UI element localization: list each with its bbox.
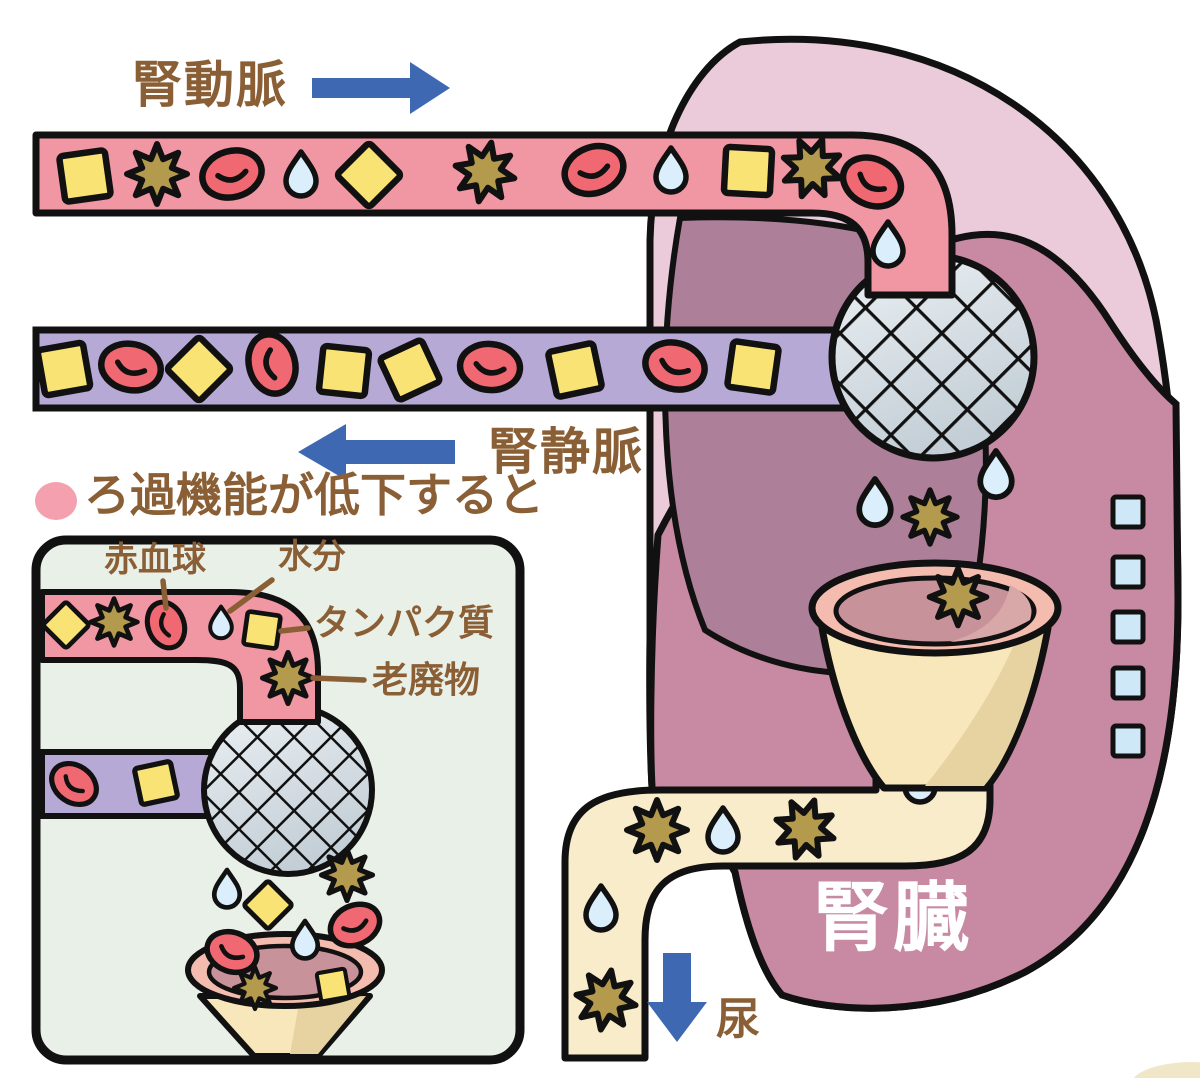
waste-star xyxy=(322,850,373,901)
waste-star xyxy=(627,800,687,860)
inset-filter-ball xyxy=(201,703,375,877)
protein-square xyxy=(319,346,370,397)
inset-renal-vein xyxy=(39,749,235,819)
heading-text: ろ過機能が低下すると xyxy=(84,468,544,522)
duct-square xyxy=(1110,723,1146,759)
inset-water-label: 水分 xyxy=(278,537,346,577)
renal-vein-vessel xyxy=(32,329,857,412)
renal-vein-label: 腎静脈 xyxy=(488,423,644,481)
inset-renal-artery xyxy=(39,589,321,725)
urine-down-arrow-icon xyxy=(647,953,707,1042)
kidney-label: 腎臓 xyxy=(813,873,973,962)
collecting-duct-squares xyxy=(1110,494,1146,759)
protein-square xyxy=(59,150,111,202)
inset-leader-lines xyxy=(160,577,367,683)
duct-square xyxy=(1110,609,1146,645)
water-leader-line xyxy=(227,577,275,614)
duct-square xyxy=(1110,554,1146,590)
waste-leader-line xyxy=(310,675,367,683)
filter-ball xyxy=(828,252,1038,462)
protein-leader-line xyxy=(278,625,311,634)
waste-star xyxy=(91,599,138,646)
rbc-leader-line xyxy=(160,578,169,611)
waste-star xyxy=(930,569,987,626)
waste-star xyxy=(263,653,314,704)
renal-artery-label: 腎動脈 xyxy=(132,56,288,114)
heading-bullet-icon xyxy=(35,482,77,520)
urine-label: 尿 xyxy=(716,994,760,1045)
protein-square xyxy=(727,341,779,393)
funnel xyxy=(808,559,1062,792)
duct-square xyxy=(1110,665,1146,701)
protein-square xyxy=(548,343,603,398)
protein-square xyxy=(243,611,280,648)
red-blood-cell xyxy=(458,341,522,392)
inset-red-blood-cell-label: 赤血球 xyxy=(104,540,206,580)
background-sliver xyxy=(1133,1062,1200,1078)
artery-flow-arrow-icon xyxy=(312,62,450,114)
inset-waste-label: 老廃物 xyxy=(372,660,481,701)
renal-artery-vessel xyxy=(32,130,956,299)
protein-square xyxy=(134,761,178,805)
ureter-tube xyxy=(561,758,994,1062)
waste-star xyxy=(903,490,957,544)
duct-square xyxy=(1110,494,1146,530)
protein-square xyxy=(316,968,349,1001)
inset-box xyxy=(31,535,525,1065)
inset-protein-label: タンパク質 xyxy=(314,603,495,644)
waste-star xyxy=(127,144,187,204)
protein-square xyxy=(724,147,772,195)
vein-flow-arrow-icon xyxy=(298,424,455,480)
protein-square xyxy=(37,342,90,395)
